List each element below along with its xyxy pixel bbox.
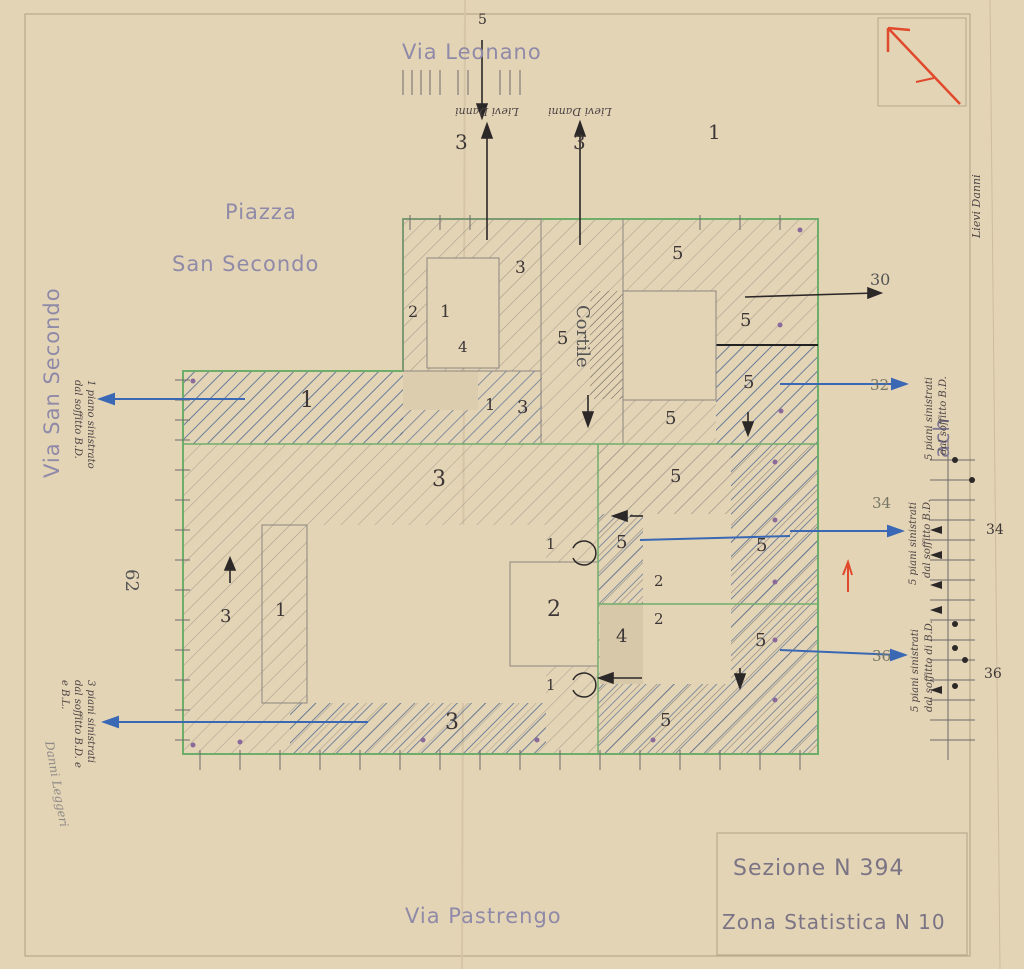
damage-note: Lievi Danni: [455, 105, 519, 118]
damage-note: 5 piani sinistrati: [910, 629, 921, 712]
block-number: 2: [408, 302, 419, 321]
orientation-arrows: [223, 40, 884, 691]
block-number: 3: [432, 467, 446, 492]
damage-note: dal soffitto B.D.: [938, 376, 949, 455]
block-number: 5: [616, 532, 628, 553]
block-number: 1: [275, 600, 287, 621]
house-number: 32: [870, 376, 890, 394]
street-west: Via San Secondo: [40, 287, 64, 478]
block-number: 1: [546, 676, 556, 694]
block-number: 5: [665, 408, 677, 429]
courtyard-label: Cortile: [572, 305, 593, 368]
block-number: 1: [300, 388, 314, 413]
section-number: Sezione N 394: [733, 856, 905, 881]
damage-note: dal soffitto B.D.: [72, 380, 83, 459]
house-number: 36: [984, 666, 1002, 682]
east-markers: [930, 457, 975, 694]
house-number: 30: [870, 270, 891, 289]
title-block-box: [716, 832, 968, 956]
block-number: 3: [445, 710, 459, 735]
block-number: 1: [440, 302, 451, 322]
block-number: 5: [756, 535, 768, 556]
block-number: 5: [743, 372, 755, 393]
square-name-line1: Piazza: [225, 200, 297, 224]
damage-note: 1 piano sinistrato: [85, 380, 96, 469]
house-number: 3: [455, 130, 468, 154]
block-number: 5: [755, 630, 767, 651]
block-number: 1: [485, 395, 496, 414]
house-number: 5: [478, 12, 487, 28]
block-number: 3: [220, 606, 232, 627]
house-number: 36: [872, 647, 892, 665]
damage-note: Lievi Danni: [548, 105, 612, 118]
red-mark-icon: [842, 558, 853, 592]
damage-note: 3 piani sinistrati: [85, 680, 96, 763]
house-number: 1: [708, 120, 721, 144]
block-number: 2: [654, 610, 664, 628]
damage-note: e B.L.: [59, 680, 70, 710]
purple-markers: [190, 227, 803, 748]
damage-note: 5 piani sinistrati: [908, 502, 919, 585]
square-name-line2: San Secondo: [172, 252, 320, 276]
street-south: Via Pastrengo: [405, 904, 562, 928]
street-north: Via Leonano: [402, 40, 542, 64]
house-number: 3: [573, 130, 586, 154]
building-outline: [182, 218, 819, 755]
paper-frame: [24, 13, 971, 957]
damage-note: dal soffitto di B.D.: [924, 620, 935, 712]
block-number: 3: [517, 397, 529, 418]
block-number: 1: [546, 535, 556, 553]
block-number: 5: [740, 310, 752, 331]
house-number: 34: [986, 522, 1004, 538]
house-number: 34: [872, 494, 892, 512]
block-number: 5: [557, 328, 569, 349]
block-number: 2: [654, 572, 664, 590]
statistical-zone: Zona Statistica N 10: [722, 910, 946, 934]
block-number: 2: [547, 597, 561, 622]
north-arrow-icon: [877, 17, 967, 107]
block-number: 5: [672, 243, 684, 264]
block-number: 4: [616, 626, 628, 647]
block-number: 4: [458, 338, 468, 356]
tick-ruler: [175, 70, 975, 770]
bay-outline: [572, 540, 597, 566]
house-number: 62: [120, 569, 142, 592]
block-number: 5: [660, 710, 672, 731]
damage-note: Lievi Danni: [970, 174, 983, 238]
damage-note: dal soffitto B.D. e: [72, 680, 83, 768]
damage-note: 5 piani sinistrati: [924, 377, 935, 460]
damage-note: dal soffitto B.D.: [922, 499, 933, 578]
block-number: 5: [670, 466, 682, 487]
bay-outline-lower: [572, 672, 597, 698]
block-number: 3: [515, 258, 526, 278]
damage-arrows: [97, 377, 909, 729]
